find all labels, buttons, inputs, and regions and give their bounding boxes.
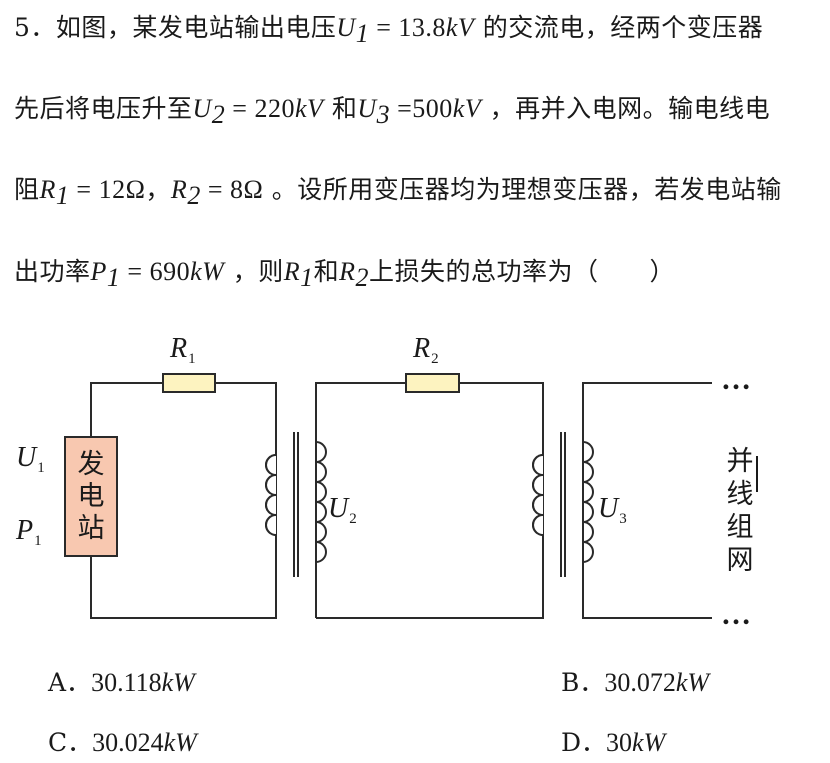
transformer1-secondary-coil xyxy=(315,441,327,563)
u2-subscript: 2 xyxy=(211,100,226,129)
r2-value: = 8Ω xyxy=(200,175,264,204)
u1-symbol: U xyxy=(336,13,356,42)
resistor-r1 xyxy=(162,373,216,393)
u3-subscript: 3 xyxy=(376,100,391,129)
u1-value: = 13.8 xyxy=(369,13,446,42)
r2-label: R2 xyxy=(412,333,439,367)
u1-label: U1 xyxy=(16,442,45,476)
r2-symbol: R xyxy=(170,175,188,204)
r2-subscript: 2 xyxy=(355,263,370,292)
question-text: 。设所用变压器均为理想变压器，若发电站输 xyxy=(263,175,782,204)
p1-value: = 690 xyxy=(120,257,191,286)
option-b[interactable]: B．30.072kW xyxy=(561,663,709,699)
option-c[interactable]: C．30.024kW xyxy=(48,723,197,759)
option-unit: kW xyxy=(161,668,195,697)
grid-char: 组 xyxy=(727,512,754,543)
loop3-top-wire xyxy=(582,382,712,619)
p1-symbol: P xyxy=(90,257,107,286)
option-letter: D． xyxy=(561,728,607,757)
loop2-wire xyxy=(315,382,406,618)
question-text: ， xyxy=(145,175,171,204)
u3-value: =500 xyxy=(390,94,453,123)
u3-label: U3 xyxy=(598,493,627,527)
grid-char: 线 xyxy=(727,479,754,510)
power-station-box xyxy=(64,436,118,557)
loop1-top-wire xyxy=(90,382,163,437)
option-value: 30.024 xyxy=(92,728,164,757)
question-text: 和 xyxy=(323,94,358,123)
u1-unit: kV xyxy=(445,13,475,42)
p1-unit: kW xyxy=(190,257,225,286)
grid-char: 网 xyxy=(727,545,754,576)
r1-subscript: 1 xyxy=(55,181,70,210)
r1-label: R1 xyxy=(169,333,196,367)
question-text: 如图，某发电站输出电压 xyxy=(55,13,337,42)
option-a[interactable]: A．30.118kW xyxy=(48,663,195,699)
r2-subscript: 2 xyxy=(187,181,201,210)
question-line-2: 先后将电压升至U2 = 220kV 和U3 =500kV ，再并入电网。输电线电 xyxy=(14,89,770,130)
station-char: 站 xyxy=(78,513,105,544)
option-value: 30 xyxy=(606,728,633,757)
resistor-r2 xyxy=(405,373,460,393)
u2-value: = 220 xyxy=(225,94,295,123)
u3-unit: kV xyxy=(452,94,482,123)
question-text: 阻 xyxy=(14,175,40,204)
ellipsis-bottom: … xyxy=(721,598,751,631)
option-unit: kW xyxy=(163,728,197,757)
option-letter: A． xyxy=(48,668,92,697)
grid-char: 并 xyxy=(727,446,754,477)
question-line-3: 阻R1 = 12Ω，R2 = 8Ω 。设所用变压器均为理想变压器，若发电站输 xyxy=(14,170,782,211)
question-text: 出功率 xyxy=(14,257,91,286)
question-text: 上损失的总功率为（ ） xyxy=(369,257,676,286)
loop1-top-wire-right xyxy=(90,382,277,619)
question-number: 5． xyxy=(14,13,56,42)
u3-symbol: U xyxy=(357,94,377,123)
r2-symbol: R xyxy=(339,257,356,286)
option-unit: kW xyxy=(632,728,666,757)
question-text: ，再并入电网。输电线电 xyxy=(481,94,771,123)
u1-subscript: 1 xyxy=(355,19,370,48)
r1-symbol: R xyxy=(283,257,301,286)
station-char: 电 xyxy=(78,481,105,512)
loop2-wire-right xyxy=(316,382,544,619)
r1-symbol: R xyxy=(39,175,56,204)
u2-unit: kV xyxy=(294,94,324,123)
question-text: 的交流电，经两个变压器 xyxy=(474,13,764,42)
option-letter: C． xyxy=(48,728,93,757)
ellipsis-top: … xyxy=(721,363,751,396)
r1-subscript: 1 xyxy=(300,263,314,292)
question-line-1: 5．如图，某发电站输出电压U1 = 13.8kV 的交流电，经两个变压器 xyxy=(14,8,763,49)
option-unit: kW xyxy=(675,668,710,697)
question-line-4: 出功率P1 = 690kW ，则R1和R2上损失的总功率为（ ） xyxy=(14,252,675,293)
p1-label: P1 xyxy=(15,515,42,549)
question-text: 和 xyxy=(313,257,340,286)
option-d[interactable]: D．30kW xyxy=(561,723,665,759)
option-letter: B． xyxy=(561,668,605,697)
question-text: ，则 xyxy=(224,257,284,286)
u2-symbol: U xyxy=(192,94,212,123)
question-text: 先后将电压升至 xyxy=(14,94,193,123)
transformer2-secondary-coil xyxy=(582,441,594,563)
station-char: 发 xyxy=(78,449,105,480)
option-value: 30.118 xyxy=(91,668,162,697)
p1-subscript: 1 xyxy=(106,263,121,292)
r1-value: = 12Ω xyxy=(69,175,146,204)
u2-label: U2 xyxy=(328,493,357,527)
option-value: 30.072 xyxy=(604,668,676,697)
